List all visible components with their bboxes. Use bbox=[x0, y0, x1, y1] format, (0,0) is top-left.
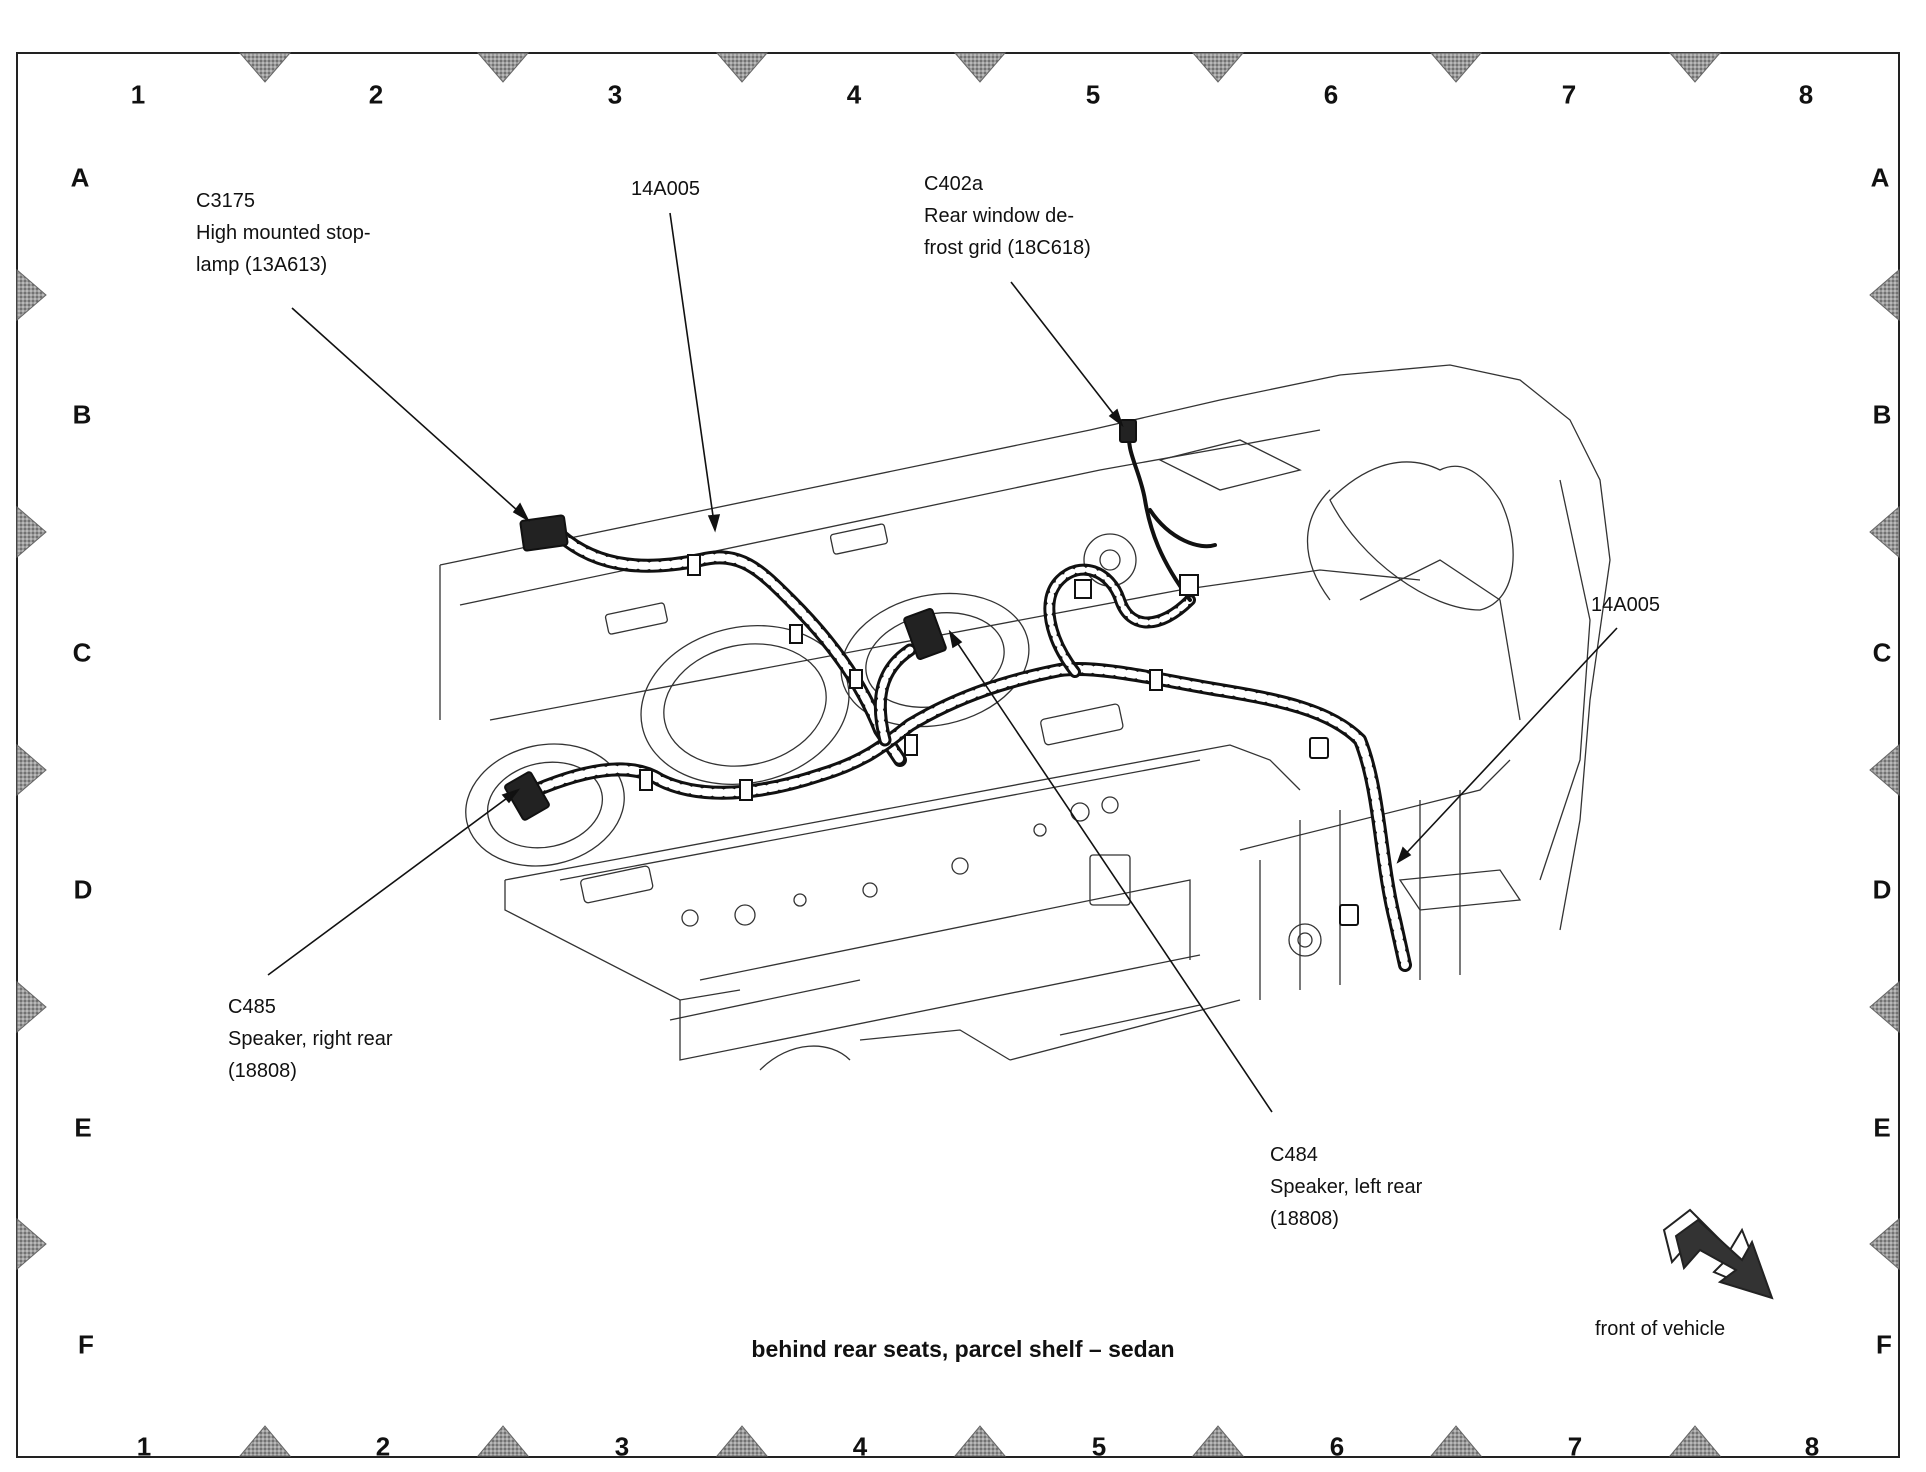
grid-tick-triangle-icon bbox=[1668, 52, 1722, 83]
grid-tick-triangle-icon bbox=[476, 1425, 530, 1457]
column-label-top: 1 bbox=[130, 79, 146, 110]
center-speaker-opening bbox=[640, 624, 850, 786]
column-label-top: 8 bbox=[1798, 79, 1814, 110]
grid-tick-triangle-icon bbox=[953, 1425, 1007, 1457]
wiring-harness-14A005 bbox=[518, 428, 1412, 972]
column-label-top: 2 bbox=[368, 79, 384, 110]
row-label-left: A bbox=[70, 162, 90, 193]
column-label-top: 7 bbox=[1561, 79, 1577, 110]
grid-tick-triangle-icon bbox=[238, 52, 292, 83]
connector-c485 bbox=[504, 771, 550, 821]
front-of-vehicle-label: front of vehicle bbox=[1595, 1318, 1726, 1340]
grid-tick-triangle-icon bbox=[16, 268, 47, 322]
connector-id: C3175 bbox=[196, 190, 255, 212]
callout-description: Speaker, left rear bbox=[1270, 1176, 1423, 1198]
column-label-bottom: 3 bbox=[614, 1431, 630, 1462]
grid-tick-triangle-icon bbox=[1869, 1217, 1900, 1271]
grid-tick-triangle-icon bbox=[1429, 1425, 1483, 1457]
callout-description: (18808) bbox=[1270, 1208, 1339, 1230]
callout-description: lamp (13A613) bbox=[196, 254, 328, 276]
parcel-shelf-drawing bbox=[439, 364, 1611, 1071]
row-label-left: E bbox=[74, 1112, 92, 1143]
connectors bbox=[504, 419, 1359, 926]
grid-tick-triangle-icon bbox=[16, 1217, 47, 1271]
callout-description: frost grid (18C618) bbox=[924, 237, 1091, 259]
column-label-top: 6 bbox=[1323, 79, 1339, 110]
left-speaker-opening bbox=[840, 592, 1030, 728]
row-label-left: B bbox=[72, 399, 92, 430]
column-label-bottom: 4 bbox=[852, 1431, 868, 1462]
grid-tick-triangle-icon bbox=[1869, 268, 1900, 322]
grid-tick-triangle-icon bbox=[1429, 52, 1483, 83]
grid-tick-triangle-icon bbox=[1668, 1425, 1722, 1457]
grid-tick-triangle-icon bbox=[1191, 1425, 1245, 1457]
callout-description: Rear window de- bbox=[924, 205, 1075, 227]
grid-tick-triangle-icon bbox=[476, 52, 530, 83]
callout-c3175: C3175 High mounted stop- lamp (13A613) bbox=[196, 185, 371, 281]
connector-c484 bbox=[903, 608, 947, 660]
row-label-right: D bbox=[1872, 874, 1892, 905]
speaker-openings bbox=[465, 523, 1322, 957]
grid-tick-triangle-icon bbox=[1869, 505, 1900, 559]
connector-id: C402a bbox=[924, 173, 983, 195]
grid-tick-triangle-icon bbox=[16, 743, 47, 797]
leader-lines bbox=[267, 212, 1618, 1113]
callout-description: High mounted stop- bbox=[196, 222, 371, 244]
grid-tick-triangle-icon bbox=[953, 52, 1007, 83]
grid-tick-triangle-icon bbox=[16, 505, 47, 559]
column-label-bottom: 6 bbox=[1329, 1431, 1345, 1462]
harness-id: 14A005 bbox=[631, 178, 700, 200]
grid-tick-triangle-icon bbox=[1869, 743, 1900, 797]
grid-tick-triangle-icon bbox=[715, 1425, 769, 1457]
column-label-top: 5 bbox=[1085, 79, 1101, 110]
row-label-right: C bbox=[1872, 637, 1892, 668]
arrow-down-right-icon bbox=[1662, 1208, 1774, 1300]
row-label-left: C bbox=[72, 637, 92, 668]
callout-harness-top: 14A005 bbox=[631, 173, 700, 205]
callout-harness-right: 14A005 bbox=[1591, 589, 1660, 621]
row-label-right: B bbox=[1872, 399, 1892, 430]
grid-tick-triangle-icon bbox=[715, 52, 769, 83]
column-label-bottom: 5 bbox=[1091, 1431, 1107, 1462]
row-label-left: F bbox=[78, 1329, 94, 1360]
callout-c402a: C402a Rear window de- frost grid (18C618… bbox=[924, 168, 1091, 264]
connector-c402a bbox=[1119, 419, 1137, 443]
grid-tick-triangle-icon bbox=[1191, 52, 1245, 83]
diagram-caption: behind rear seats, parcel shelf – sedan bbox=[751, 1336, 1175, 1362]
column-label-bottom: 7 bbox=[1567, 1431, 1583, 1462]
row-label-right: F bbox=[1876, 1329, 1892, 1360]
column-label-bottom: 2 bbox=[375, 1431, 391, 1462]
row-label-right: E bbox=[1873, 1112, 1891, 1143]
grid-tick-triangle-icon bbox=[16, 980, 47, 1034]
connector-c3175 bbox=[519, 514, 569, 552]
row-label-left: D bbox=[73, 874, 93, 905]
connector-id: C485 bbox=[228, 996, 276, 1018]
callout-description: Speaker, right rear bbox=[228, 1028, 393, 1050]
callout-description: (18808) bbox=[228, 1060, 297, 1082]
column-label-bottom: 8 bbox=[1804, 1431, 1820, 1462]
grid-tick-triangle-icon bbox=[1869, 980, 1900, 1034]
row-label-right: A bbox=[1870, 162, 1890, 193]
callout-c484: C484 Speaker, left rear (18808) bbox=[1270, 1139, 1422, 1235]
grid-tick-markers bbox=[16, 52, 1900, 1457]
harness-id: 14A005 bbox=[1591, 594, 1660, 616]
grid-tick-triangle-icon bbox=[238, 1425, 292, 1457]
column-label-top: 3 bbox=[607, 79, 623, 110]
connector-id: C484 bbox=[1270, 1144, 1318, 1166]
column-label-top: 4 bbox=[846, 79, 862, 110]
right-speaker-opening bbox=[465, 743, 625, 867]
column-label-bottom: 1 bbox=[136, 1431, 152, 1462]
callout-c485: C485 Speaker, right rear (18808) bbox=[228, 991, 393, 1087]
